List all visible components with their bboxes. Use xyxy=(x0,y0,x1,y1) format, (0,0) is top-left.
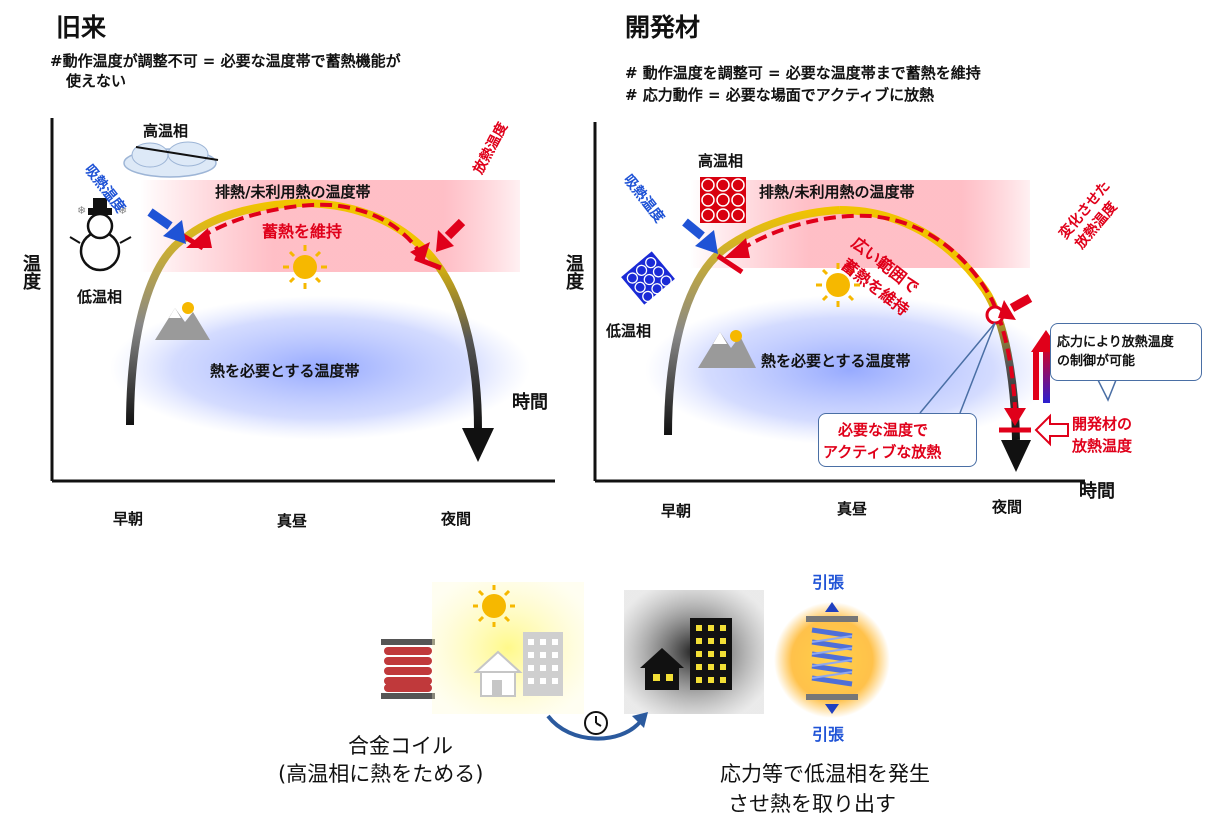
active-release-line2: アクティブな放熱 xyxy=(823,443,942,461)
left-waste-heat-label: 排熱/未利用熱の温度帯 xyxy=(215,183,371,201)
low-phase-lattice-icon xyxy=(621,251,675,305)
coil-caption-line2: (高温相に熱をためる) xyxy=(278,762,484,786)
dev-release-line1: 開発材の xyxy=(1072,415,1133,433)
right-cold-band xyxy=(645,295,1055,445)
left-release-arrow xyxy=(444,218,466,240)
high-phase-lattice-icon xyxy=(700,177,746,223)
left-low-phase-label: 低温相 xyxy=(77,288,123,306)
active-release-line1: 必要な温度で xyxy=(838,421,929,439)
stress-callout-line2: の制御が可能 xyxy=(1057,354,1136,369)
right-time-tick-2: 夜間 xyxy=(992,498,1023,516)
right-time-tick-0: 早朝 xyxy=(661,502,692,520)
left-cold-band xyxy=(110,296,530,440)
sun-icon-right xyxy=(816,263,860,307)
sun-icon xyxy=(283,245,327,289)
mountain-icon xyxy=(155,302,210,340)
left-x-axis-label: 時間 xyxy=(512,392,548,413)
house-icon-night xyxy=(640,648,684,690)
right-low-phase-label: 低温相 xyxy=(606,322,652,340)
mountain-icon-right xyxy=(698,330,756,368)
left-storage-dashed-arrow xyxy=(198,202,420,252)
svg-text:❄: ❄ xyxy=(118,204,127,217)
tension-top-label: 引張 xyxy=(812,573,845,592)
right-high-phase-label: 高温相 xyxy=(698,152,744,170)
active-release-callout-box: 必要な温度で アクティブな放熱 xyxy=(818,413,977,467)
tension-bottom-label: 引張 xyxy=(812,725,845,744)
result-caption-line2: させ熱を取り出す xyxy=(728,792,896,816)
right-changed-arrowhead xyxy=(998,300,1016,320)
right-arc-rising xyxy=(664,206,841,436)
left-storage-head-right xyxy=(410,242,430,262)
right-stress-bar xyxy=(1043,345,1050,403)
snowman-icon: ❄ ❄ xyxy=(69,198,132,272)
left-absorb-arrowhead xyxy=(163,220,186,244)
right-absorb-arrowhead xyxy=(695,230,718,254)
house-icon-day xyxy=(473,650,523,697)
left-time-tick-1: 真昼 xyxy=(277,512,308,530)
right-note-line1: # 動作温度を調整可 = 必要な温度帯まで蓄熱を維持 xyxy=(625,64,981,82)
right-hollow-arrow xyxy=(1034,413,1069,447)
coil-icon xyxy=(381,639,435,699)
bottom-section xyxy=(381,582,890,741)
svg-text:❄: ❄ xyxy=(77,204,86,217)
right-callout-line-1 xyxy=(919,322,996,414)
right-storage-head-left xyxy=(724,238,750,258)
right-time-tick-1: 真昼 xyxy=(837,500,868,518)
sun-icon-day xyxy=(473,585,515,627)
right-storage-dashed-arrow xyxy=(738,213,1017,409)
right-absorb-arrow xyxy=(682,218,705,240)
left-needed-band-label: 熱を必要とする温度帯 xyxy=(210,362,360,380)
right-changed-arrow xyxy=(1009,294,1033,312)
left-release-marker xyxy=(414,255,442,271)
left-time-tick-2: 夜間 xyxy=(441,510,472,528)
right-y-axis-label: 温度 xyxy=(563,254,584,290)
right-x-axis-label: 時間 xyxy=(1079,481,1115,502)
cycle-arrow xyxy=(546,714,642,741)
right-absorb-marker xyxy=(716,253,744,275)
stress-callout-box: 応力により放熱温度 の制御が可能 xyxy=(1050,323,1202,381)
right-arrowhead xyxy=(1001,440,1031,472)
left-arrowhead xyxy=(462,428,494,462)
right-note-line2: # 応力動作 = 必要な場面でアクティブに放熱 xyxy=(625,86,935,104)
building-icon-night xyxy=(690,618,732,690)
left-keep-storage-label: 蓄熱を維持 xyxy=(262,222,343,241)
right-storage-head-down xyxy=(1004,408,1026,426)
left-time-tick-0: 早朝 xyxy=(113,510,144,528)
left-title: 旧来 xyxy=(56,13,107,42)
right-needed-band-label: 熱を必要とする温度帯 xyxy=(761,352,911,370)
right-callout-line-2 xyxy=(959,322,996,414)
clock-icon xyxy=(584,711,608,735)
cloud-icon xyxy=(123,141,219,178)
right-waste-heat-label: 排熱/未利用熱の温度帯 xyxy=(759,183,915,201)
spring-icon xyxy=(806,602,858,714)
dev-release-line2: 放熱温度 xyxy=(1072,437,1133,455)
result-caption-line1: 応力等で低温相を発生 xyxy=(720,762,930,786)
right-panel xyxy=(593,122,1117,483)
right-title: 開発材 xyxy=(625,13,701,42)
building-icon-day xyxy=(523,632,563,696)
left-y-axis-label: 温度 xyxy=(20,254,41,290)
left-note-line2: 使えない xyxy=(66,72,127,90)
cycle-arrowhead xyxy=(632,712,648,728)
left-note-line1: #動作温度が調整不可 = 必要な温度帯で蓄熱機能が xyxy=(50,52,401,70)
left-absorb-arrow xyxy=(147,208,173,230)
spring-glow xyxy=(774,602,890,718)
right-stress-callout-tail xyxy=(1097,379,1117,402)
left-release-arrowhead xyxy=(436,230,454,252)
left-panel: ❄ ❄ xyxy=(50,118,555,483)
coil-caption-line1: 合金コイル xyxy=(348,734,453,758)
left-high-phase-label: 高温相 xyxy=(143,122,189,140)
stress-callout-line1: 応力により放熱温度 xyxy=(1057,335,1174,350)
